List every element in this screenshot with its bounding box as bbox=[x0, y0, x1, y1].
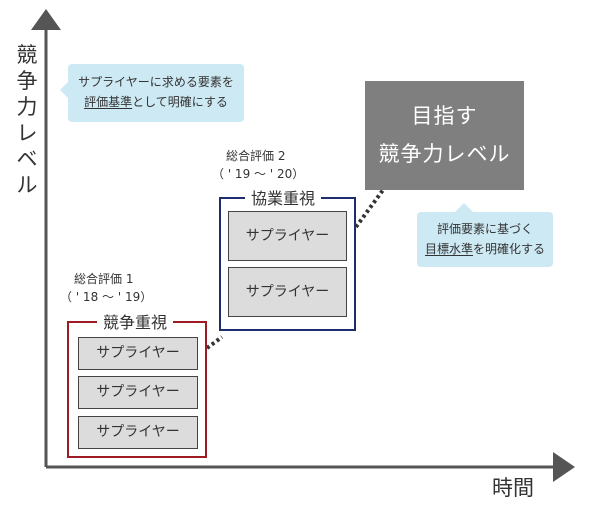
evaluation-2-label: 総合評価 2 bbox=[226, 149, 286, 163]
callout-line-1: サプライヤーに求める要素を bbox=[78, 75, 234, 89]
callout-line-1: 評価要素に基づく bbox=[436, 222, 533, 236]
y-axis-label-char: レ bbox=[16, 121, 38, 145]
evaluation-1-label: 総合評価 1 bbox=[74, 272, 134, 286]
group-title: 協業重視 bbox=[245, 185, 322, 209]
y-axis-label: 競争力レベル bbox=[12, 42, 42, 198]
group-collaboration-focus: 協業重視 サプライヤー サプライヤー bbox=[219, 185, 356, 331]
group-competition-focus: 競争重視 サプライヤー サプライヤー サプライヤー bbox=[67, 309, 207, 458]
y-axis-label-char: 力 bbox=[16, 95, 38, 119]
y-axis-label-char: 競 bbox=[16, 43, 38, 67]
callout-pointer bbox=[60, 82, 68, 98]
y-axis-arrowhead bbox=[31, 9, 61, 30]
y-axis-label-char: ベ bbox=[16, 147, 38, 171]
supplier-box: サプライヤー bbox=[78, 337, 198, 370]
target-level-line-1: 目指す bbox=[411, 104, 478, 128]
target-level-box: 目指す 競争力レベル bbox=[365, 81, 524, 190]
supplier-box: サプライヤー bbox=[78, 416, 198, 449]
y-axis-label-char: 争 bbox=[16, 69, 38, 93]
callout-target-standard: 評価要素に基づく 目標水準を明確化する bbox=[417, 203, 553, 267]
group-title: 競争重視 bbox=[97, 309, 174, 333]
callout-line-2: 評価基準として明確にする bbox=[84, 95, 228, 109]
target-level-line-2: 競争力レベル bbox=[378, 142, 511, 166]
evaluation-1-period: （ ' 18 〜 ' 19） bbox=[60, 290, 153, 304]
callout-evaluation-criteria: サプライヤーに求める要素を 評価基準として明確にする bbox=[60, 64, 244, 122]
supplier-box: サプライヤー bbox=[228, 267, 347, 317]
y-axis-label-char: ル bbox=[16, 173, 38, 197]
x-axis-label: 時間 bbox=[492, 476, 534, 500]
supplier-box: サプライヤー bbox=[228, 211, 347, 261]
connector-1-2 bbox=[205, 335, 224, 350]
evaluation-2-period: （ ' 19 〜 ' 20） bbox=[212, 167, 305, 181]
callout-line-2: 目標水準を明確化する bbox=[424, 242, 546, 256]
callout-pointer bbox=[455, 203, 473, 212]
connector-2-goal bbox=[354, 188, 385, 229]
x-axis-arrowhead bbox=[553, 452, 575, 482]
supplier-box: サプライヤー bbox=[78, 376, 198, 409]
